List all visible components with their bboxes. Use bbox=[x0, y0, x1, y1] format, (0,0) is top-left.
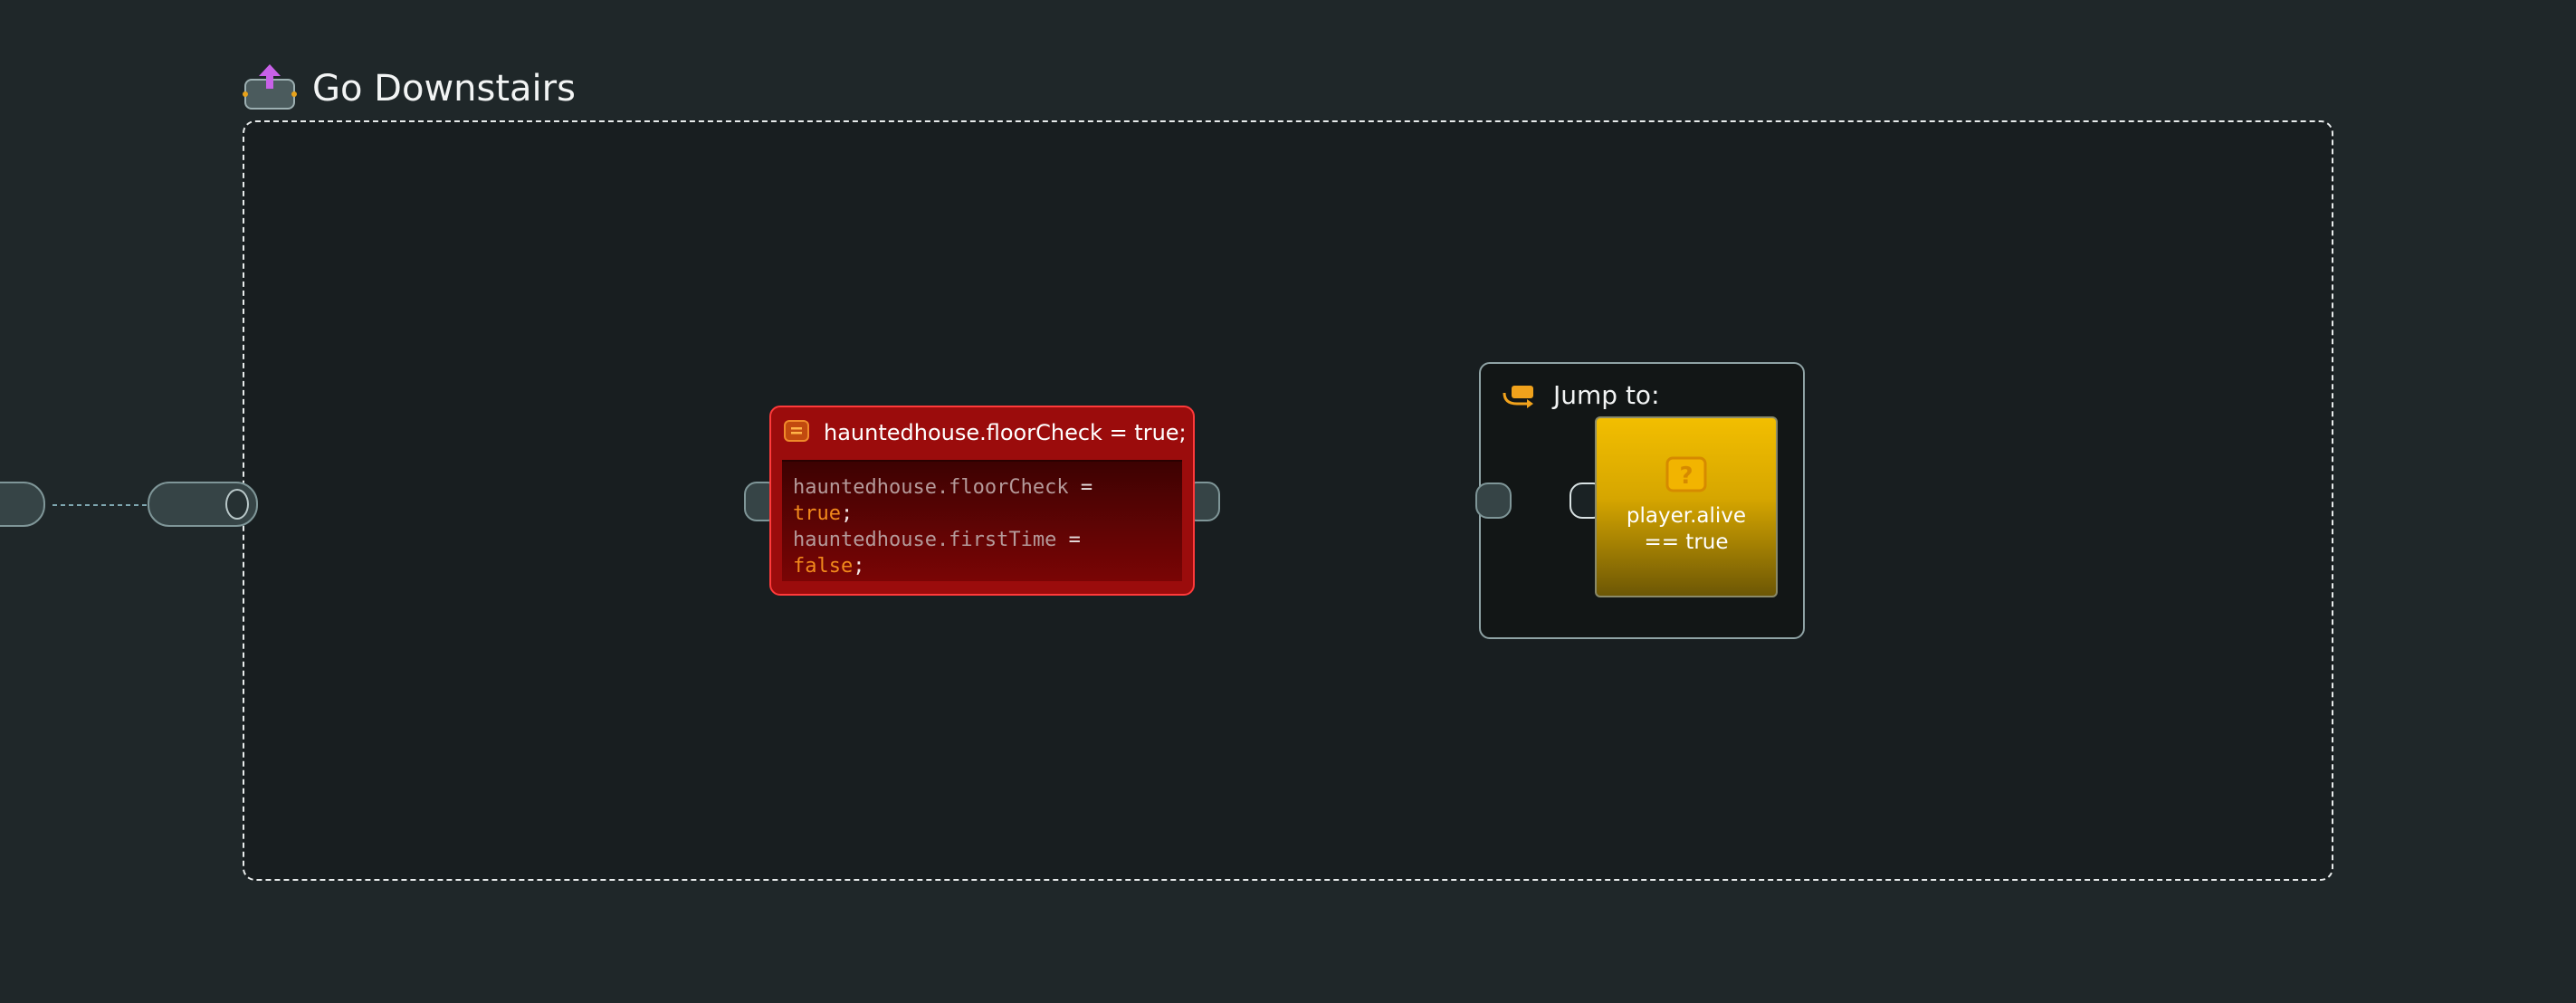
instruction-header: hauntedhouse.floorCheck = true; bbox=[771, 407, 1193, 458]
jump-input-pin[interactable] bbox=[1475, 482, 1512, 519]
condition-line-2: == true bbox=[1644, 530, 1729, 554]
instruction-title: hauntedhouse.floorCheck = true; bbox=[824, 420, 1187, 445]
condition-text: player.alive == true bbox=[1627, 503, 1746, 556]
code-literal: false bbox=[793, 555, 854, 578]
fragment-input-pin[interactable] bbox=[148, 482, 258, 527]
offscreen-node-pin[interactable] bbox=[0, 482, 45, 527]
fragment-title: Go Downstairs bbox=[312, 68, 576, 110]
code-variable: hauntedhouse.floorCheck bbox=[793, 476, 1069, 499]
code-operator: = bbox=[1068, 476, 1093, 499]
svg-text:?: ? bbox=[1679, 463, 1693, 490]
condition-node[interactable]: ? player.alive == true bbox=[1595, 416, 1778, 597]
code-line: hauntedhouse.floorCheck = bbox=[793, 474, 1171, 501]
code-literal: true bbox=[793, 502, 841, 525]
instruction-code-block[interactable]: hauntedhouse.floorCheck = true; hauntedh… bbox=[782, 460, 1182, 581]
code-line: false; bbox=[793, 553, 1171, 579]
jump-node[interactable]: Jump to: ? player.alive == true bbox=[1475, 362, 1805, 639]
instruction-node[interactable]: hauntedhouse.floorCheck = true; hauntedh… bbox=[769, 406, 1195, 596]
code-operator: = bbox=[1056, 529, 1081, 551]
instruction-icon bbox=[784, 420, 809, 445]
code-punctuation: ; bbox=[853, 555, 865, 578]
fragment-header: Go Downstairs bbox=[240, 62, 576, 116]
jump-label: Jump to: bbox=[1553, 380, 1660, 410]
flow-fragment-container[interactable] bbox=[243, 120, 2333, 881]
code-variable: hauntedhouse.firstTime bbox=[793, 529, 1057, 551]
question-icon: ? bbox=[1665, 456, 1707, 496]
code-punctuation: ; bbox=[840, 502, 854, 525]
jump-icon bbox=[1501, 384, 1537, 413]
flow-fragment-icon bbox=[240, 63, 300, 114]
condition-line-1: player.alive bbox=[1626, 504, 1747, 528]
fragment-pin-cap[interactable] bbox=[225, 489, 249, 520]
code-line: hauntedhouse.firstTime = bbox=[793, 527, 1171, 553]
code-line: true; bbox=[793, 501, 1171, 527]
